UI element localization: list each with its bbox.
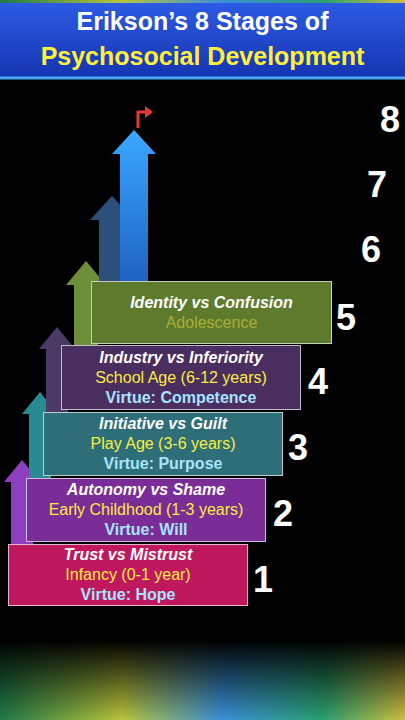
- bottom-glow: [0, 640, 405, 720]
- virtue-text: Virtue: Hope: [81, 585, 176, 605]
- virtue-text: Virtue: Purpose: [104, 454, 223, 474]
- stage-number: 5: [336, 298, 356, 338]
- stage-heading: Identity vs Confusion: [130, 293, 293, 313]
- glow-fade: [0, 640, 405, 720]
- stage-heading: Initiative vs Guilt: [99, 414, 227, 434]
- stage-number: 3: [288, 428, 308, 468]
- top-stripe: [0, 0, 405, 3]
- title-banner: [0, 0, 405, 77]
- stage-box: Trust vs MistrustInfancy (0-1 year)Virtu…: [8, 544, 248, 606]
- step-arrow: [112, 130, 156, 290]
- stage-heading: Trust vs Mistrust: [64, 545, 193, 565]
- stage-number: 6: [361, 230, 381, 270]
- stage-box: Initiative vs GuiltPlay Age (3-6 years)V…: [43, 412, 283, 476]
- age-range: Infancy (0-1 year): [65, 565, 190, 585]
- turn-arrow-head: [145, 106, 153, 118]
- age-range: School Age (6-12 years): [95, 368, 267, 388]
- diagram-title: Erikson’s 8 Stages of Psychosocial Devel…: [0, 4, 405, 74]
- banner-rule: [0, 77, 405, 80]
- virtue-text: Virtue: Competence: [106, 388, 257, 408]
- stage-number: 8: [380, 100, 400, 140]
- age-range: Adolescence: [166, 313, 258, 333]
- stage-heading: Autonomy vs Shame: [67, 480, 225, 500]
- stage-heading: Industry vs Inferiority: [99, 348, 263, 368]
- stage-box: Autonomy vs ShameEarly Childhood (1-3 ye…: [26, 478, 266, 542]
- stage-number: 4: [308, 362, 328, 402]
- turn-arrow: [138, 112, 146, 128]
- stage-number: 1: [253, 560, 273, 600]
- stage-number: 7: [367, 165, 387, 205]
- virtue-text: Virtue: Will: [104, 520, 187, 540]
- age-range: Early Childhood (1-3 years): [49, 500, 244, 520]
- age-range: Play Age (3-6 years): [91, 434, 236, 454]
- stage-box: Identity vs ConfusionAdolescence: [91, 281, 332, 344]
- stage-box: Industry vs InferioritySchool Age (6-12 …: [61, 345, 301, 410]
- stage-number: 2: [273, 494, 293, 534]
